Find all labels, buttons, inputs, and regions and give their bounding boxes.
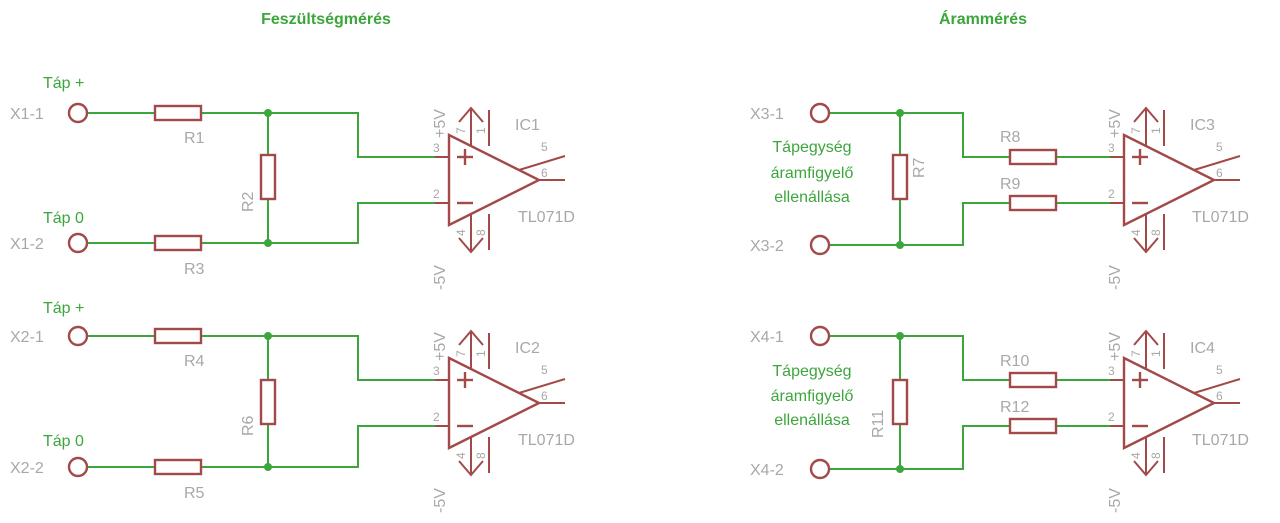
- label-tap-plus-2: Táp +: [43, 300, 84, 317]
- shunt-note-1-line1: Tápegység: [772, 139, 851, 156]
- ic4-pin6: 6: [1216, 389, 1223, 403]
- ic2-pin4: 4: [454, 452, 468, 459]
- ic4-pin2: 2: [1108, 410, 1115, 424]
- shunt-note-2-line1: Tápegység: [772, 363, 851, 380]
- voltage-channel-1: [67, 102, 567, 254]
- ic4-pin4: 4: [1129, 452, 1143, 459]
- resistor-r6: R6: [240, 415, 257, 436]
- ic1-name: IC1: [515, 117, 540, 134]
- connector-x3-2: X3-2: [750, 238, 784, 255]
- resistor-r5: R5: [184, 485, 205, 502]
- ic3-name: IC3: [1190, 117, 1215, 134]
- ic2-supply-pos: +5V: [432, 332, 449, 361]
- ic2-supply-neg: -5V: [432, 488, 449, 513]
- ic4-pin7: 7: [1129, 350, 1143, 357]
- ic2-name: IC2: [515, 340, 540, 357]
- ic1-pin3: 3: [433, 141, 440, 155]
- ic4-pin5: 5: [1216, 363, 1223, 377]
- title-current: Árammérés: [939, 9, 1027, 28]
- ic4-name: IC4: [1190, 340, 1215, 357]
- ic4-pin3: 3: [1108, 364, 1115, 378]
- ic2-pin8: 8: [474, 452, 488, 459]
- resistor-r9: R9: [1000, 176, 1021, 193]
- ic4-supply-pos: +5V: [1107, 332, 1124, 361]
- current-channel-4: [809, 325, 1242, 480]
- ic3-pin7: 7: [1129, 127, 1143, 134]
- title-voltage: Feszültségmérés: [261, 11, 391, 28]
- ic1-supply-pos: +5V: [432, 109, 449, 138]
- ic2-pin6: 6: [541, 389, 548, 403]
- resistor-r12: R12: [1000, 399, 1029, 416]
- ic2-pin3: 3: [433, 364, 440, 378]
- resistor-r7: R7: [911, 157, 928, 178]
- ic1-pin8: 8: [474, 229, 488, 236]
- ic2-pin7: 7: [454, 350, 468, 357]
- ic1-pin2: 2: [433, 187, 440, 201]
- ic1-pin5: 5: [541, 140, 548, 154]
- ic1-pin1: 1: [474, 127, 488, 134]
- ic2-pin5: 5: [541, 363, 548, 377]
- shunt-note-2-line3: ellenállása: [774, 412, 850, 429]
- shunt-note-1-line2: áramfigyelő: [771, 165, 854, 182]
- resistor-r8: R8: [1000, 129, 1021, 146]
- connector-x4-1: X4-1: [750, 329, 784, 346]
- resistor-r11: R11: [870, 410, 887, 438]
- ic2-pin2: 2: [433, 410, 440, 424]
- ic3-pin6: 6: [1216, 166, 1223, 180]
- connector-x1-1: X1-1: [10, 106, 44, 123]
- ic1-supply-neg: -5V: [432, 265, 449, 290]
- ic1-pin7: 7: [454, 127, 468, 134]
- ic3-pin1: 1: [1149, 127, 1163, 134]
- voltage-channel-2: [67, 325, 567, 478]
- ic2-value: TL071D: [518, 432, 575, 449]
- ic3-supply-pos: +5V: [1107, 109, 1124, 138]
- shunt-note-1-line3: ellenállása: [774, 189, 850, 206]
- ic3-pin5: 5: [1216, 140, 1223, 154]
- connector-x2-1: X2-1: [10, 329, 44, 346]
- ic1-value: TL071D: [518, 209, 575, 226]
- connector-x3-1: X3-1: [750, 106, 784, 123]
- ic3-supply-neg: -5V: [1107, 265, 1124, 290]
- ic4-pin1: 1: [1149, 350, 1163, 357]
- ic3-pin4: 4: [1129, 229, 1143, 236]
- current-channel-3: [809, 102, 1242, 256]
- connector-x1-2: X1-2: [10, 236, 44, 253]
- ic3-pin2: 2: [1108, 187, 1115, 201]
- resistor-r3: R3: [184, 261, 205, 278]
- label-tap-zero-1: Táp 0: [43, 210, 84, 227]
- resistor-r1: R1: [184, 130, 205, 147]
- connector-x4-2: X4-2: [750, 462, 784, 479]
- ic4-supply-neg: -5V: [1107, 488, 1124, 513]
- resistor-r2: R2: [240, 191, 257, 212]
- label-tap-plus-1: Táp +: [43, 75, 84, 92]
- ic3-pin8: 8: [1149, 229, 1163, 236]
- ic3-pin3: 3: [1108, 141, 1115, 155]
- resistor-r4: R4: [184, 353, 205, 370]
- ic2-pin1: 1: [474, 350, 488, 357]
- label-tap-zero-2: Táp 0: [43, 433, 84, 450]
- connector-x2-2: X2-2: [10, 460, 44, 477]
- ic4-value: TL071D: [1192, 432, 1249, 449]
- ic1-pin6: 6: [541, 166, 548, 180]
- shunt-note-2-line2: áramfigyelő: [771, 388, 854, 405]
- ic3-value: TL071D: [1192, 209, 1249, 226]
- ic4-pin8: 8: [1149, 452, 1163, 459]
- resistor-r10: R10: [1000, 353, 1029, 370]
- ic1-pin4: 4: [454, 229, 468, 236]
